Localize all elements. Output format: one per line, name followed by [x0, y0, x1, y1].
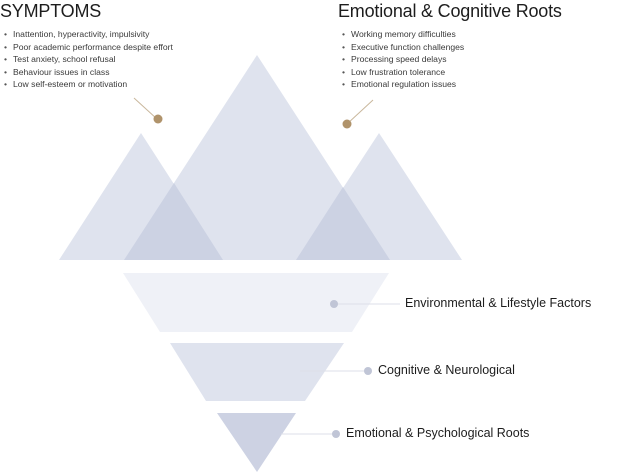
root-item: Working memory difficulties [342, 28, 464, 41]
layer-connector-3 [281, 430, 340, 438]
symptoms-list: Inattention, hyperactivity, impulsivity … [4, 28, 173, 91]
symptom-item: Poor academic performance despite effort [4, 41, 173, 54]
layer-label-emotional: Emotional & Psychological Roots [346, 426, 530, 440]
underwater-layers [123, 273, 389, 472]
layer-band-3 [217, 413, 296, 472]
layer-band-1 [123, 273, 389, 332]
layer-connector-2 [300, 367, 372, 375]
callout-symptoms [133, 97, 163, 124]
layer-label-environmental: Environmental & Lifestyle Factors [405, 296, 592, 310]
layer-dot-1 [330, 300, 338, 308]
callout-dot-roots [342, 119, 352, 129]
mountains [59, 55, 462, 260]
layer-band-2 [170, 343, 344, 401]
callout-dot-symptoms [153, 114, 163, 124]
mountain-overlap-left [124, 183, 223, 260]
mountain-overlap-right [296, 187, 390, 260]
callout-line-roots [346, 99, 374, 125]
symptom-item: Inattention, hyperactivity, impulsivity [4, 28, 173, 41]
mountain-center [124, 55, 390, 260]
symptom-item: Behaviour issues in class [4, 66, 173, 79]
symptom-item: Low self-esteem or motivation [4, 78, 173, 91]
layer-connector-1 [330, 300, 400, 308]
callout-roots [342, 99, 374, 129]
roots-list: Working memory difficulties Executive fu… [342, 28, 464, 91]
roots-title: Emotional & Cognitive Roots [338, 1, 562, 21]
layer-dot-3 [332, 430, 340, 438]
root-item: Processing speed delays [342, 53, 464, 66]
symptoms-title: SYMPTOMS [0, 1, 102, 21]
layer-label-cognitive: Cognitive & Neurological [378, 363, 515, 377]
root-item: Low frustration tolerance [342, 66, 464, 79]
symptom-item: Test anxiety, school refusal [4, 53, 173, 66]
root-item: Executive function challenges [342, 41, 464, 54]
callout-line-symptoms [133, 97, 158, 120]
root-item: Emotional regulation issues [342, 78, 464, 91]
layer-dot-2 [364, 367, 372, 375]
